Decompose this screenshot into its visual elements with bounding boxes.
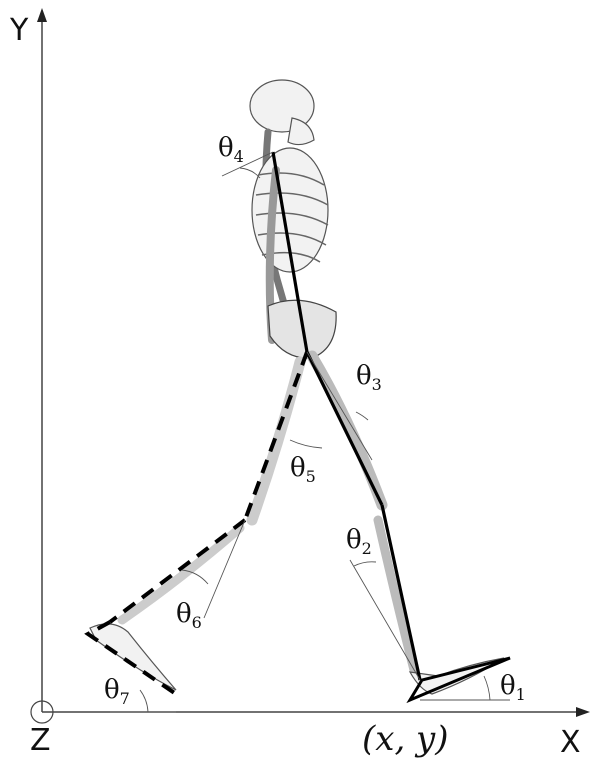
tibia-right xyxy=(378,520,414,670)
theta2-reference xyxy=(350,560,420,680)
theta1-arc xyxy=(484,676,490,700)
shank-stance-segment xyxy=(382,505,420,680)
y-axis-arrow xyxy=(37,8,47,22)
x-axis-arrow xyxy=(576,707,590,717)
theta7-label: θ7 xyxy=(104,675,130,708)
theta4-label: θ4 xyxy=(218,133,244,166)
theta5-label: θ5 xyxy=(290,453,316,486)
theta2-arc xyxy=(354,562,376,566)
theta2-label: θ2 xyxy=(346,525,372,558)
theta5-arc xyxy=(290,440,322,448)
foot-left xyxy=(90,624,176,690)
skeleton-illustration xyxy=(90,80,504,694)
y-axis-label: Y xyxy=(9,13,29,48)
theta3-label: θ3 xyxy=(356,361,382,394)
z-axis-label: Z xyxy=(30,723,51,758)
origin-coordinate-label: (x, y) xyxy=(362,719,449,759)
jaw xyxy=(288,118,314,145)
foot-stance-segment xyxy=(410,658,510,700)
theta3-arc xyxy=(356,412,368,420)
theta7-arc xyxy=(140,690,148,712)
theta1-label: θ1 xyxy=(500,671,526,704)
theta6-label: θ6 xyxy=(176,599,202,632)
x-axis-label: X xyxy=(560,725,581,760)
theta4-arc xyxy=(240,168,260,178)
